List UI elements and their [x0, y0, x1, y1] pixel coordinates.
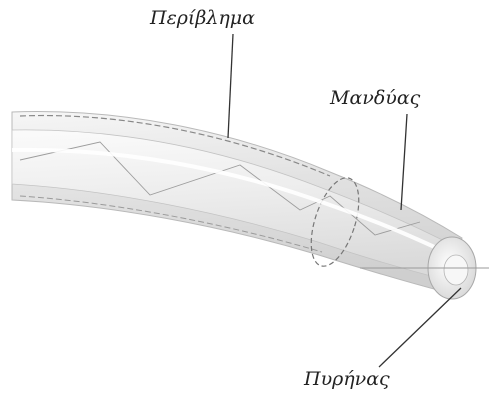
core-label: Πυρήνας [304, 370, 390, 389]
core-leader-line [379, 288, 461, 367]
cladding-leader-line [228, 34, 233, 138]
core-end-face [444, 255, 468, 285]
jacket-label: Μανδύας [330, 89, 420, 108]
jacket-leader-line [401, 114, 407, 210]
cladding-label: Περίβλημα [150, 9, 255, 28]
